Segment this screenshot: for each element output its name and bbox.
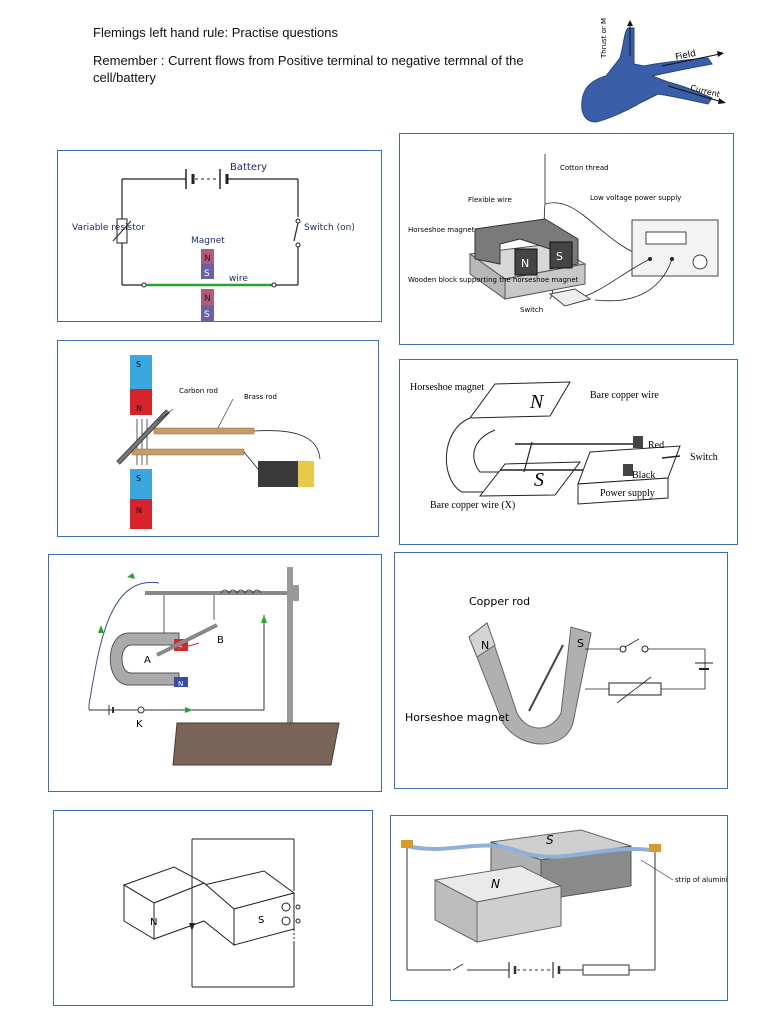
magnet-s-label: S (258, 915, 264, 926)
magnet-n-label: N (178, 680, 183, 688)
strip-label: strip of aluminium foil (675, 876, 727, 884)
magnet-n-label: N (491, 877, 500, 891)
flexible-wire-label: Flexible wire (468, 196, 512, 204)
diagram-6-copper-rod: N S Copper rod Horseshoe magnet (394, 552, 728, 789)
magnet-n-label: N (150, 917, 157, 928)
magnet-n-label: N (481, 639, 489, 652)
horseshoe-label: Horseshoe magnet (410, 382, 484, 393)
diagram-3-carbon-brass-rods: S N S N Carbon rod Brass rod (57, 340, 379, 537)
left-hand-rule-illustration: Thrust or Motion Field Current (581, 18, 726, 123)
label-a: A (144, 655, 151, 666)
label-k: K (136, 719, 143, 730)
bottom-magnet-s: S (136, 474, 141, 483)
brass-rod-label: Brass rod (244, 393, 277, 401)
magnet-s-label: S (178, 643, 183, 651)
horseshoe-label: Horseshoe magnet (408, 226, 475, 234)
label-b: B (217, 635, 224, 646)
carbon-rod-label: Carbon rod (179, 387, 218, 395)
magnet-bottom-s: S (204, 310, 210, 320)
cotton-thread-label: Cotton thread (560, 164, 609, 172)
remember-note: Remember : Current flows from Positive t… (93, 53, 524, 85)
bottom-magnet-n: N (136, 506, 142, 515)
magnet-s-label: S (556, 250, 563, 263)
magnet-label: Magnet (191, 236, 225, 246)
magnet-top-s: S (204, 269, 210, 279)
magnet-s-label: S (534, 469, 544, 491)
magnet-top-n: N (204, 254, 211, 264)
red-label: Red (648, 440, 664, 451)
magnet-n-label: N (529, 391, 545, 413)
variable-resistor-label: Variable resistor (72, 223, 145, 233)
field-label: Field (675, 49, 697, 63)
bare-copper-x-label: Bare copper wire (X) (430, 500, 515, 511)
magnet-s-label: S (546, 833, 554, 847)
copper-rod-label: Copper rod (469, 595, 530, 608)
black-label: Black (632, 470, 655, 481)
diagram-2-horseshoe-flexible-wire: N S Cotton thread Flexible wire Low volt… (399, 133, 734, 345)
bare-copper-label: Bare copper wire (590, 390, 659, 401)
power-supply-label: Low voltage power supply (590, 194, 681, 202)
magnet-bottom-n: N (204, 294, 211, 304)
horseshoe-label-1: Horseshoe magnet (405, 711, 510, 724)
diagram-5-stand-apparatus: S N A B K (48, 554, 382, 792)
power-supply-label: Power supply (600, 488, 655, 499)
magnet-n-label: N (521, 257, 529, 270)
switch-label: Switch (690, 452, 718, 463)
top-magnet-n: N (136, 404, 142, 413)
diagram-1-circuit-magnet: N S N S Battery Variable resistor Switch… (57, 150, 382, 322)
diagram-4-bare-copper-wire: N S Horseshoe magnet Bare copper wire Re… (399, 359, 738, 545)
magnet-s-label: S (577, 637, 584, 650)
top-magnet-s: S (136, 360, 141, 369)
diagram-7-magnet-loop: N S (53, 810, 373, 1006)
diagram-8-aluminium-strip: S N strip of aluminium foil (390, 815, 728, 1001)
wire-label: wire (229, 274, 248, 284)
page-title: Flemings left hand rule: Practise questi… (93, 25, 338, 40)
switch-label: Switch (520, 306, 543, 314)
thrust-label: Thrust or Motion (600, 18, 608, 59)
battery-label: Battery (230, 162, 267, 173)
wooden-block-label: Wooden block supporting the horseshoe ma… (408, 276, 579, 284)
switch-label: Switch (on) (304, 223, 355, 233)
